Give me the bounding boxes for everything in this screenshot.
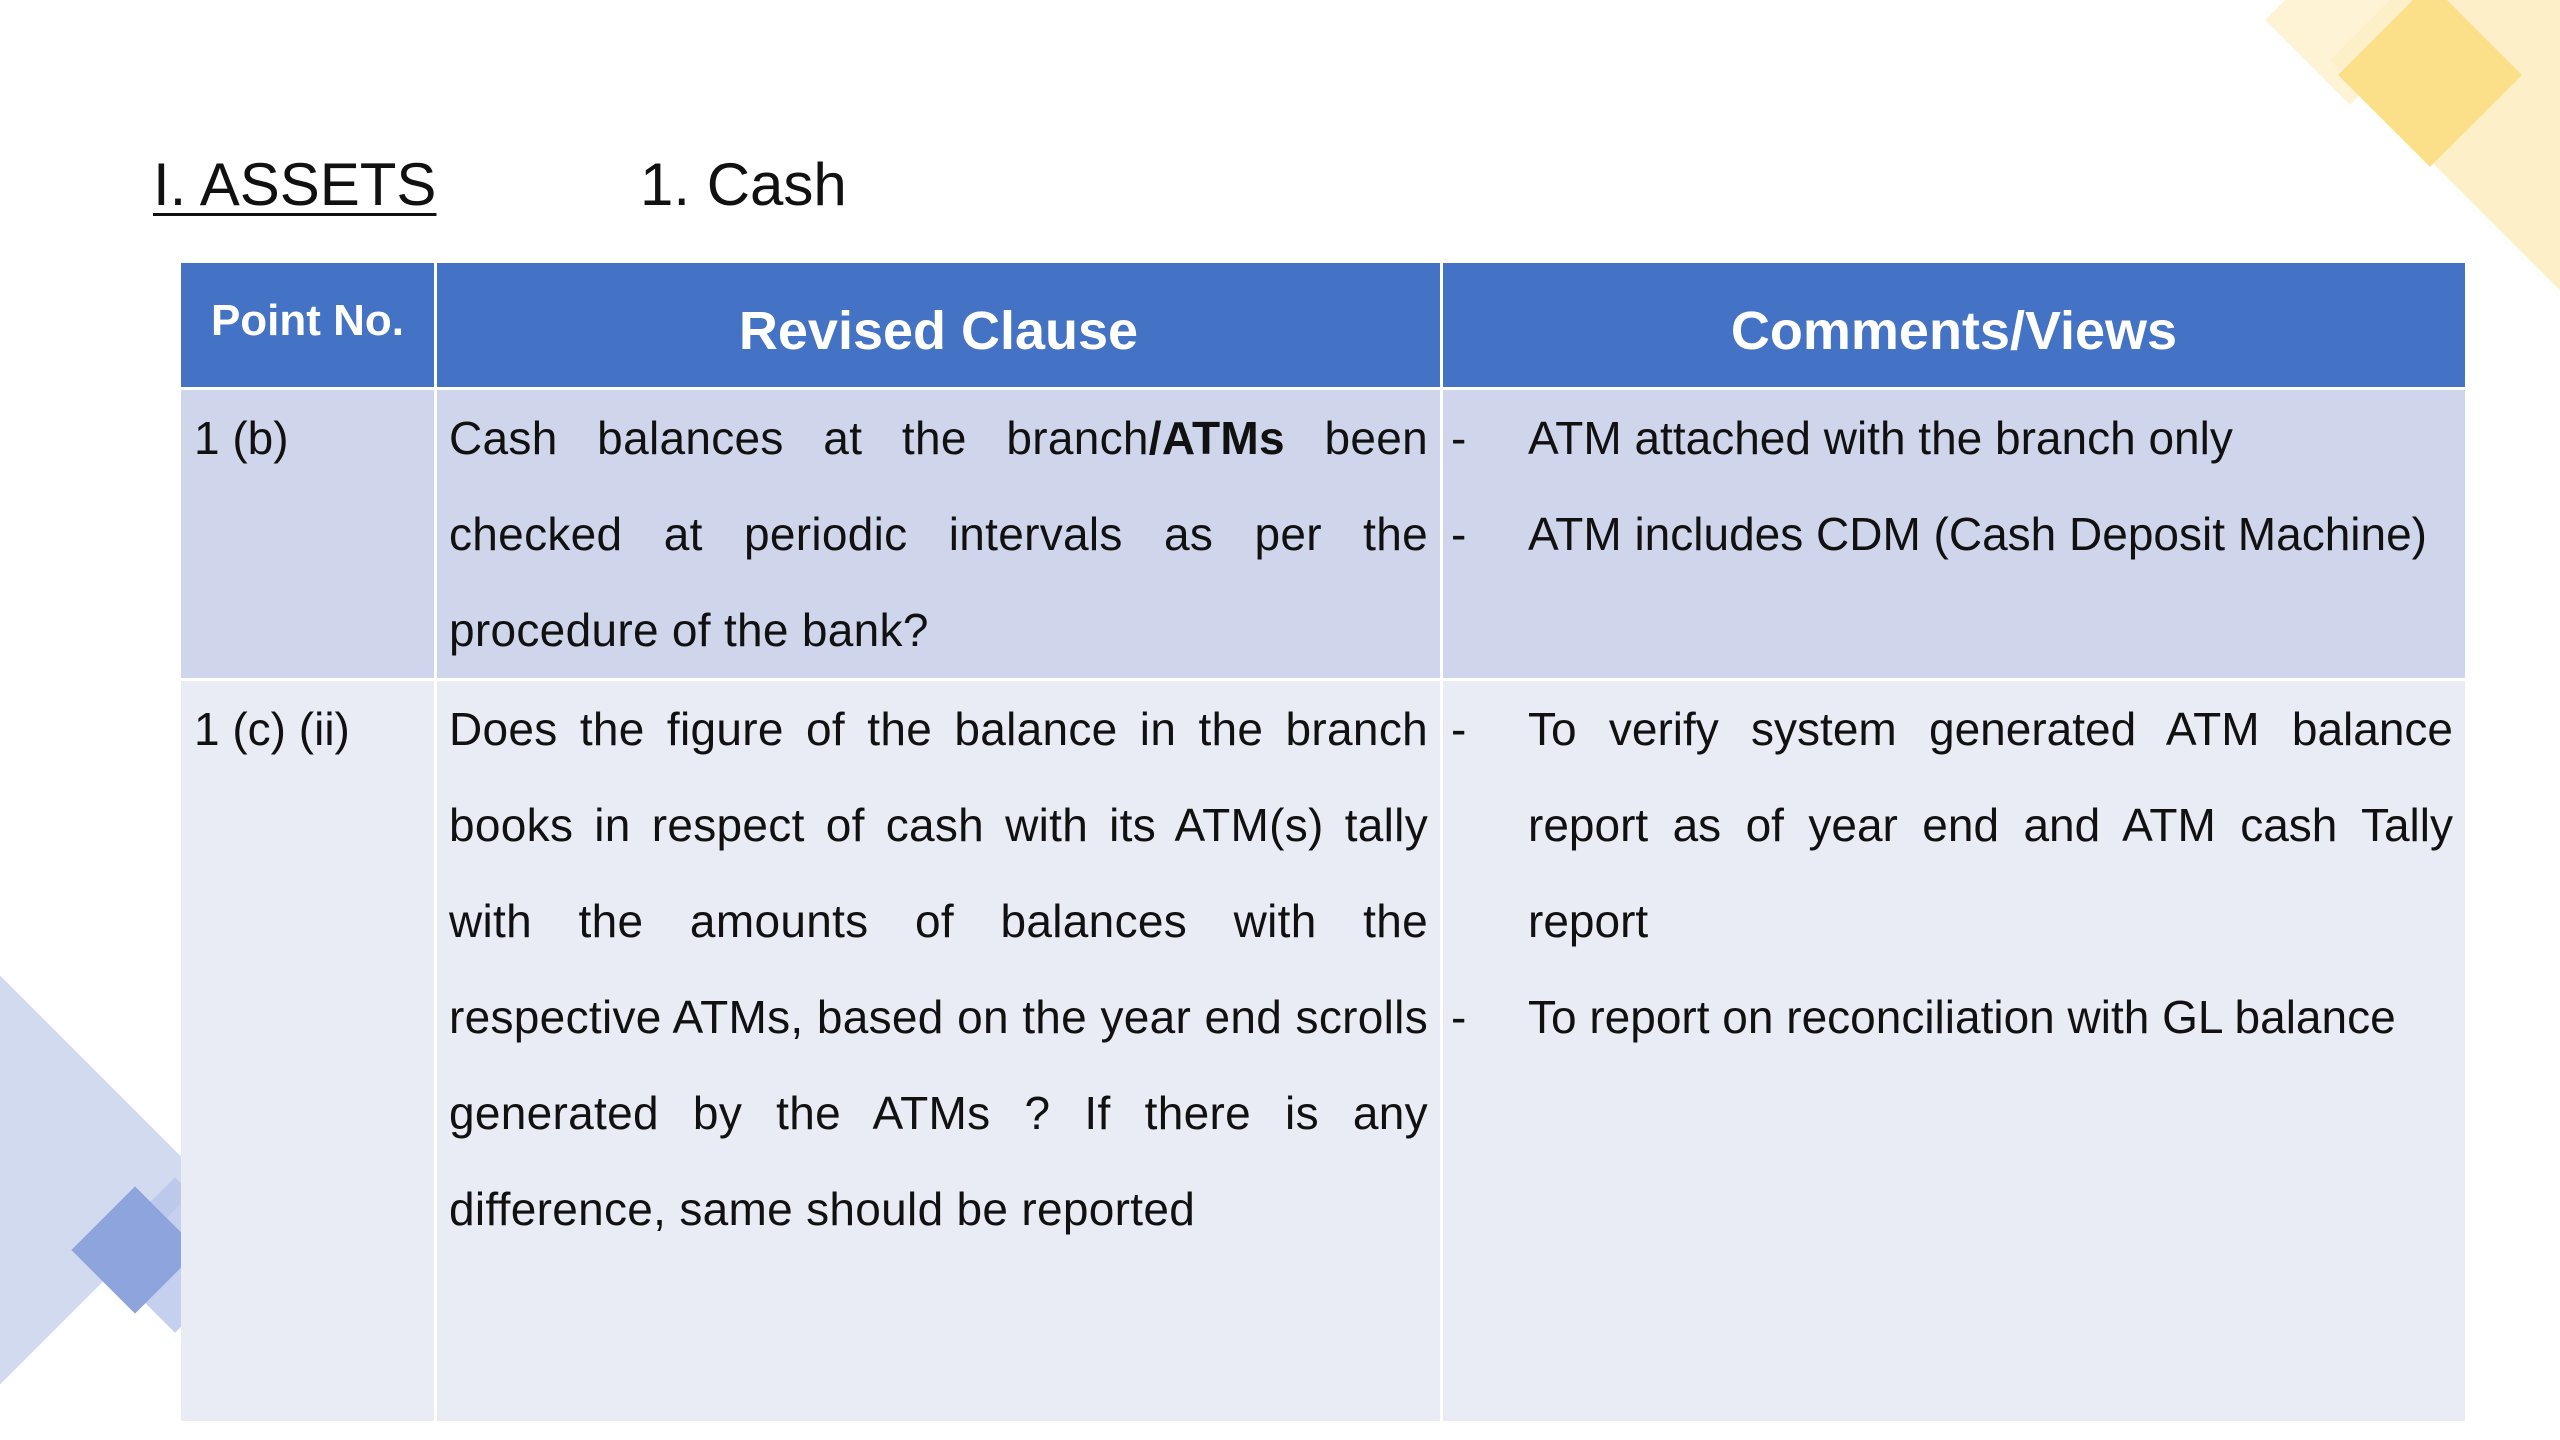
comment-text: To verify system generated ATM balance r… xyxy=(1528,703,2453,947)
header-point-no: Point No. xyxy=(181,263,437,387)
clause-cell: Cash balances at the branch/ATMs been ch… xyxy=(437,387,1443,681)
comment-text: ATM includes CDM (Cash Deposit Machine) xyxy=(1528,508,2427,560)
comment-dash: - xyxy=(1451,508,1467,560)
clause-text: Cash balances at the branch/ATMs been ch… xyxy=(449,390,1428,678)
clause-text: Does the figure of the balance in the br… xyxy=(449,703,1428,1235)
header-revised-clause: Revised Clause xyxy=(437,263,1443,387)
comment-text: ATM attached with the branch only xyxy=(1528,412,2233,464)
section-heading: I. ASSETS xyxy=(153,151,437,218)
comment-dash: - xyxy=(1451,991,1467,1043)
decorative-shape-yellow-large xyxy=(2329,0,2560,301)
clause-text-bold: /ATMs xyxy=(1148,412,1285,464)
decorative-shape-blue-large xyxy=(0,925,205,1435)
comment-text: To report on reconciliation with GL bala… xyxy=(1528,991,2396,1043)
point-number-cell: 1 (b) xyxy=(181,387,437,681)
clause-text-part: Cash balances at the branch xyxy=(449,412,1149,464)
topic-heading: 1. Cash xyxy=(640,151,847,218)
header-comments-views: Comments/Views xyxy=(1443,263,2465,387)
decorative-shape-yellow-light xyxy=(2265,0,2435,105)
table-header-row: Point No. Revised Clause Comments/Views xyxy=(181,263,2465,387)
clause-table: Point No. Revised Clause Comments/Views … xyxy=(181,263,2465,1421)
clause-text-part: been checked at periodic intervals as pe… xyxy=(449,412,1428,656)
comment-item: - To verify system generated ATM balance… xyxy=(1443,681,2453,969)
comment-item: - To report on reconciliation with GL ba… xyxy=(1443,969,2453,1065)
clause-cell: Does the figure of the balance in the br… xyxy=(437,681,1443,1421)
decorative-shape-blue-small xyxy=(71,1186,199,1314)
decorative-shape-yellow-small xyxy=(2338,0,2522,167)
comment-item: - ATM attached with the branch only xyxy=(1443,390,2453,486)
comment-item: - ATM includes CDM (Cash Deposit Machine… xyxy=(1443,486,2453,582)
comments-cell: - ATM attached with the branch only - AT… xyxy=(1443,387,2465,681)
comment-dash: - xyxy=(1451,703,1467,755)
table-row: 1 (c) (ii) Does the figure of the balanc… xyxy=(181,681,2465,1421)
table-row: 1 (b) Cash balances at the branch/ATMs b… xyxy=(181,387,2465,681)
comment-dash: - xyxy=(1451,412,1467,464)
point-number-cell: 1 (c) (ii) xyxy=(181,681,437,1421)
comments-cell: - To verify system generated ATM balance… xyxy=(1443,681,2465,1421)
